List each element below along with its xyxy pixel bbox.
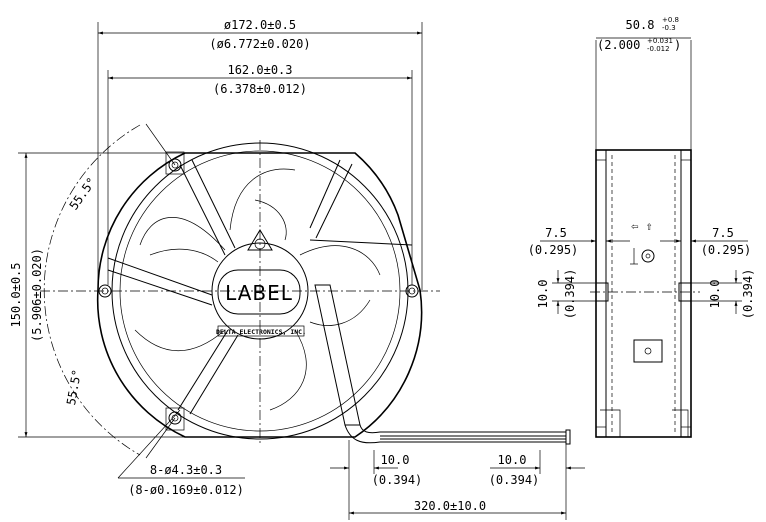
mount-hole-bottom-left: [168, 411, 182, 425]
offset-right-dim: 7.5: [712, 226, 734, 240]
brand-text: DELTA ELECTRONICS, INC.: [216, 328, 306, 336]
holes-dim: 8-ø4.3±0.3: [150, 463, 222, 477]
offset-left-dim: 7.5: [545, 226, 567, 240]
slot-right-dim: 10.0: [708, 280, 722, 309]
outer-diameter-dim: ø172.0±0.5: [224, 18, 296, 32]
holes-dim-in: (8-ø0.169±0.012): [128, 483, 244, 497]
depth-dim: 50.8: [626, 18, 655, 32]
side-wire-exit: [633, 339, 663, 363]
slot-right-dim-in: (0.394): [741, 269, 755, 320]
mount-spacing-dim-in: (6.378±0.012): [213, 82, 307, 96]
angle-top-dim: 55.5°: [67, 175, 99, 213]
impeller-blades: [134, 168, 381, 411]
outer-diameter-dim-in: (ø6.772±0.020): [209, 37, 310, 51]
slot-left-dim: 10.0: [536, 280, 550, 309]
depth-tol-plus: +0.8: [662, 16, 679, 24]
wire-exit: [314, 284, 566, 444]
wire-length-dim: 320.0±10.0: [414, 499, 486, 513]
strip-2-dim: 10.0: [498, 453, 527, 467]
front-dimensions: ø172.0±0.5 (ø6.772±0.020) 162.0±0.3 (6.3…: [9, 18, 423, 497]
depth-in-tol-minus: -0.012: [647, 45, 670, 53]
offset-right-dim-in: (0.295): [701, 243, 752, 257]
strip-1-dim: 10.0: [381, 453, 410, 467]
label-text: LABEL: [225, 281, 293, 305]
side-hub: [641, 249, 655, 263]
mount-hole-top-left: [168, 158, 182, 172]
label-box: [217, 269, 301, 315]
rotation-arrows-icon: ⇦ ⇧: [631, 219, 653, 233]
wire-terminal: [565, 429, 571, 445]
slot-right: [678, 282, 692, 302]
depth-tol-minus: -0.3: [662, 24, 676, 32]
housing-outline: [96, 152, 423, 438]
side-body: [595, 149, 692, 438]
front-view: LABEL DELTA ELECTRONICS, INC.: [40, 124, 571, 456]
depth-in-close: ): [674, 38, 681, 52]
depth-dim-in: (2.000: [597, 38, 640, 52]
height-dim-in: (5.906±0.020): [30, 248, 44, 342]
slot-left-dim-in: (0.394): [563, 269, 577, 320]
side-dimensions: 50.8 +0.8 -0.3 (2.000 +0.031 -0.012 ) 7.…: [528, 16, 755, 319]
depth-in-tol-plus: +0.031: [647, 37, 673, 45]
lead-wire-dimensions: 320.0±10.0 10.0 (0.394) 10.0 (0.394): [330, 440, 585, 520]
height-dim: 150.0±0.5: [9, 262, 23, 327]
offset-left-dim-in: (0.295): [528, 243, 579, 257]
angle-bottom-dim: 55.5°: [64, 368, 84, 406]
strip-1-dim-in: (0.394): [372, 473, 423, 487]
spokes: [107, 159, 413, 415]
strip-2-dim-in: (0.394): [489, 473, 540, 487]
side-view: ⇦ ⇧: [590, 149, 700, 438]
mount-spacing-dim: 162.0±0.3: [227, 63, 292, 77]
brand-box: [217, 325, 305, 337]
